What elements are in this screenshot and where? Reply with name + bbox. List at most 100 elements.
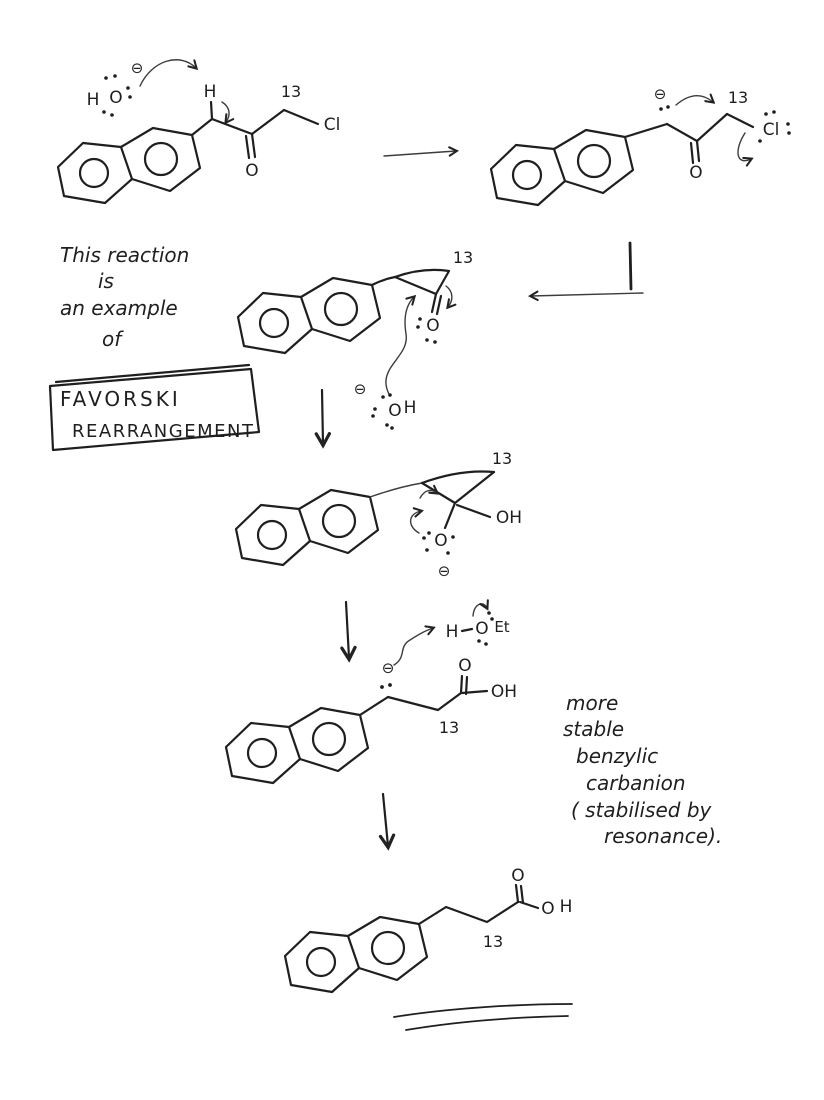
naphthalene-group <box>236 276 382 355</box>
bond <box>695 112 729 143</box>
chain-bonds <box>386 691 463 712</box>
step5-benzylic-carbanion: ⊖ 13 O OH <box>224 656 517 785</box>
double-bond-co-2 <box>464 675 469 696</box>
box-extra-top-stroke <box>54 363 251 384</box>
naphthalene-group <box>224 706 370 785</box>
isotope-label: 13 <box>281 82 301 101</box>
bond <box>623 122 669 139</box>
ethanol-o-label: O <box>475 619 488 639</box>
double-bond-co-2 <box>435 294 443 316</box>
lone-pair-dot <box>113 74 117 78</box>
curved-arrow-alkoxide-collapse <box>409 511 421 534</box>
lone-pair-dot <box>416 325 420 329</box>
negative-charge: ⊖ <box>354 380 367 398</box>
acid-o-label: O <box>541 899 554 919</box>
alpha-h-label: H <box>204 82 217 102</box>
isotope-label: 13 <box>492 449 512 468</box>
lone-pair-dot <box>388 393 392 397</box>
hydroxide-ion: ⊖ O H <box>354 380 417 430</box>
stability-line: stable <box>563 717 624 741</box>
lone-pair-dot <box>373 407 377 411</box>
carbonyl-o-label: O <box>511 866 524 886</box>
double-bond-co-1 <box>250 132 257 159</box>
naphthalene-group <box>234 488 380 567</box>
step1-chloroketone: H O 13 Cl H O ⊖ <box>56 59 341 205</box>
bond-c-cl-breaking <box>725 112 755 129</box>
note-line: This reaction <box>60 243 189 267</box>
favorskii-box: FAVORSKI REARRANGEMENT <box>48 363 261 452</box>
isotope-label: 13 <box>439 718 459 737</box>
lone-pair-dot <box>425 548 429 552</box>
curved-arrow-sn2-attack <box>675 96 713 106</box>
lone-pair-dot <box>388 683 392 687</box>
double-bond-co-2 <box>244 134 251 160</box>
lone-pair-dot <box>102 110 106 114</box>
curved-arrow-hydroxide-attack <box>385 297 414 397</box>
stability-line: benzylic <box>576 744 658 768</box>
stability-note: more stable benzylic carbanion ( stabili… <box>563 691 722 848</box>
reaction-arrow-5 <box>383 792 388 846</box>
naphthalene-group <box>283 915 429 994</box>
bond-c-o <box>518 900 540 910</box>
carbonyl-o-label: O <box>426 316 439 336</box>
lone-pair-dot <box>427 531 431 535</box>
chlorine-label: Cl <box>324 115 341 135</box>
double-bond-co-1 <box>514 883 520 904</box>
step4-alkoxide: 13 OH O ⊖ <box>234 449 522 580</box>
chain-bonds <box>417 900 520 926</box>
reaction-arrow-3 <box>322 388 323 444</box>
hydroxyl-label: OH <box>496 508 522 528</box>
bond <box>210 117 254 136</box>
lone-pair-dot <box>104 76 108 80</box>
note-text: This reaction is an example of <box>60 243 189 351</box>
lone-pair-dot <box>425 338 429 342</box>
chloride-leaving-group: Cl <box>758 110 791 143</box>
lone-pair-dot <box>487 611 491 615</box>
lone-pair-dot <box>787 131 791 135</box>
lone-pair-dot <box>772 110 776 114</box>
lone-pair-dot <box>446 551 450 555</box>
curved-arrow-protonation <box>393 628 433 666</box>
double-bond-co-1 <box>695 139 701 163</box>
lone-pair-dot <box>418 317 422 321</box>
lone-pair-dot <box>451 535 455 539</box>
curved-arrow-pi-to-oxygen <box>445 285 452 307</box>
double-bond-co-2 <box>519 884 525 905</box>
lone-pair-dot <box>484 642 488 646</box>
hand-drawn-box <box>48 367 261 452</box>
double-bond-co-2 <box>689 141 695 165</box>
box-title-line: FAVORSKI <box>60 387 181 411</box>
reaction-arrow-4 <box>346 600 349 658</box>
curved-arrow-chloride-leaving <box>737 132 751 161</box>
ethyl-label: Et <box>494 618 509 636</box>
underline-stroke <box>393 1003 573 1018</box>
bond-c-cl <box>282 108 320 126</box>
negative-charge: ⊖ <box>438 562 451 580</box>
bond <box>358 695 390 717</box>
lone-pair-dot <box>477 639 481 643</box>
isotope-label: 13 <box>728 88 748 107</box>
negative-charge: ⊖ <box>382 659 395 677</box>
ethanol-h-label: H <box>446 622 459 642</box>
bond <box>190 117 214 137</box>
reaction-arrow-2-down <box>628 241 633 291</box>
naphthalene-group <box>489 128 635 207</box>
negative-charge: ⊖ <box>654 85 667 103</box>
stability-line: resonance). <box>604 824 722 848</box>
bond <box>250 108 286 136</box>
lone-pair-dot <box>422 536 426 540</box>
lone-pair-dot <box>758 139 762 143</box>
double-bond-co-1 <box>430 292 438 314</box>
hydroxyl-label: OH <box>491 682 517 702</box>
curved-arrow-ch-bond <box>221 101 229 122</box>
note-line: an example <box>60 296 178 320</box>
alkoxide-o-label: O <box>434 531 447 551</box>
hydroxide-h-label: H <box>404 398 417 418</box>
lone-pair-dot <box>764 112 768 116</box>
stability-line: carbanion <box>586 771 686 795</box>
hydroxide-h-label: H <box>87 90 100 110</box>
step6-product: 13 O O H <box>283 866 572 994</box>
note-line: of <box>102 327 124 351</box>
